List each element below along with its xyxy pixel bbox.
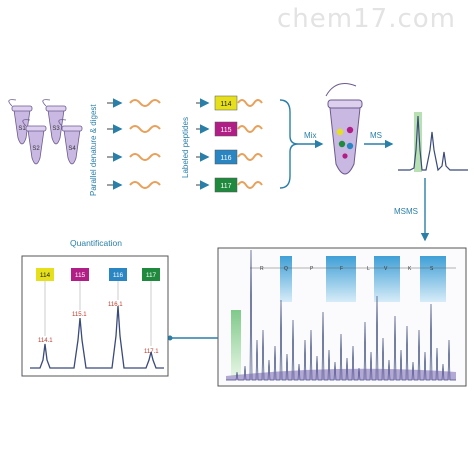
sequence-letters: R Q P F L V K S [260, 266, 434, 272]
label-quantification: Quantification [70, 238, 122, 248]
sample-tubes: S1 S2 S3 S4 [8, 99, 83, 165]
peak-label-116: 116.1 [108, 302, 123, 308]
tag-arrows [196, 98, 210, 190]
svg-text:P: P [310, 266, 314, 272]
quant-tags: 114 115 116 117 [36, 268, 160, 281]
row-3 [107, 152, 161, 162]
svg-text:114: 114 [220, 101, 231, 108]
svg-text:117: 117 [146, 272, 157, 279]
tube-label: S3 [52, 126, 60, 132]
tag-116: 116 [214, 149, 263, 165]
peptide-rows [107, 98, 161, 190]
svg-text:115: 115 [220, 127, 231, 134]
watermark: chem17.com [277, 4, 456, 34]
tag-115: 115 [214, 121, 263, 137]
svg-text:116: 116 [220, 155, 231, 162]
tube-label: S2 [32, 146, 40, 152]
tagged-peptides: 114 115 116 117 [214, 95, 263, 193]
tube-s4: S4 [58, 119, 83, 165]
svg-text:115: 115 [75, 272, 86, 279]
dot-yellow [336, 128, 344, 136]
svg-text:R: R [260, 266, 264, 272]
svg-text:K: K [408, 266, 412, 272]
svg-text:114: 114 [40, 272, 51, 279]
ms-spectrum [398, 112, 468, 172]
tube-s3: S3 [42, 99, 67, 145]
label-msms: MSMS [394, 207, 418, 216]
dot-green [338, 140, 346, 148]
peptide-icon [129, 99, 161, 107]
tube-label: S4 [68, 146, 76, 152]
peptide-icon [129, 125, 161, 133]
row-4 [107, 180, 161, 190]
dot-magenta [346, 126, 354, 134]
svg-text:116: 116 [113, 272, 124, 279]
svg-text:S: S [430, 266, 434, 272]
peak-label-115: 115.1 [72, 312, 87, 318]
dot-magenta-2 [342, 153, 348, 159]
tag-117: 117 [214, 177, 263, 193]
label-mix: Mix [304, 131, 316, 140]
tube-s2: S2 [22, 119, 47, 165]
row-2 [107, 124, 161, 134]
svg-text:117: 117 [220, 183, 231, 190]
label-labeled-peptides: Labeled peptides [181, 117, 190, 178]
mixed-tube [325, 83, 363, 175]
tube-s1: S1 [8, 99, 33, 145]
quant-trace [30, 305, 164, 369]
peptide-icon [129, 181, 161, 189]
peptide-icon [129, 153, 161, 161]
svg-text:V: V [384, 266, 388, 272]
peak-label-114: 114.1 [38, 338, 53, 344]
msms-panel: R Q P F L V K S [217, 247, 467, 387]
label-ms: MS [370, 131, 382, 140]
dot-blue [346, 142, 354, 150]
quantification-panel: 114 115 116 117 114.1 115.1 116.1 117.1 [21, 255, 169, 377]
label-denature: Parallel denature & digest [89, 104, 98, 196]
svg-text:F: F [340, 266, 343, 272]
mix-brace [279, 99, 299, 189]
tag-114: 114 [214, 95, 263, 111]
row-1 [107, 98, 161, 108]
svg-text:Q: Q [284, 266, 288, 272]
tube-label: S1 [18, 126, 26, 132]
svg-text:L: L [367, 266, 370, 272]
